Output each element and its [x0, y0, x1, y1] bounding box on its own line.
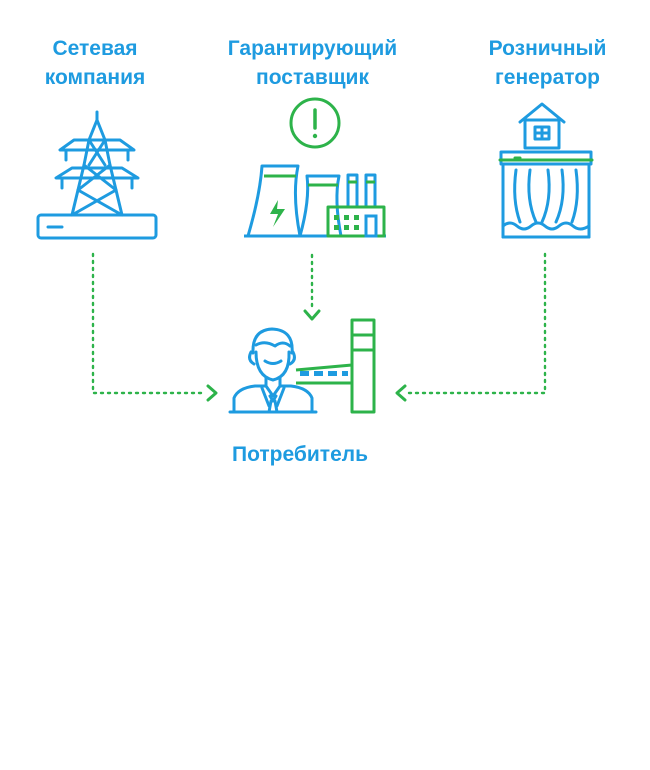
connector-supplier-to-consumer [303, 253, 321, 321]
businessman-factory-icon [228, 318, 376, 414]
grid-company-label-line2: компания [44, 66, 146, 89]
connector-grid-to-consumer [91, 252, 218, 402]
guaranteeing-supplier-label-line1: Гарантирующий [227, 37, 398, 60]
hydro-dam-accents [498, 156, 594, 162]
guaranteeing-supplier-label-line2: поставщик [256, 66, 369, 89]
consumer-label-text: Потребитель [231, 443, 368, 466]
hydro-dam-icon [499, 102, 593, 239]
guaranteeing-supplier-label: Гарантирующий поставщик [200, 34, 425, 92]
connector-generator-to-consumer [395, 252, 547, 402]
retail-generator-label-line1: Розничный [488, 37, 607, 60]
grid-company-label: Сетевая компания [10, 34, 180, 92]
power-plant-icon [244, 164, 386, 238]
exclamation-icon [289, 97, 341, 149]
retail-generator-label-line2: генератор [495, 66, 600, 89]
consumer-label: Потребитель [200, 440, 400, 469]
grid-company-label-line1: Сетевая [52, 37, 138, 60]
retail-generator-label: Розничный генератор [455, 34, 640, 92]
power-pylon-icon [36, 110, 158, 240]
